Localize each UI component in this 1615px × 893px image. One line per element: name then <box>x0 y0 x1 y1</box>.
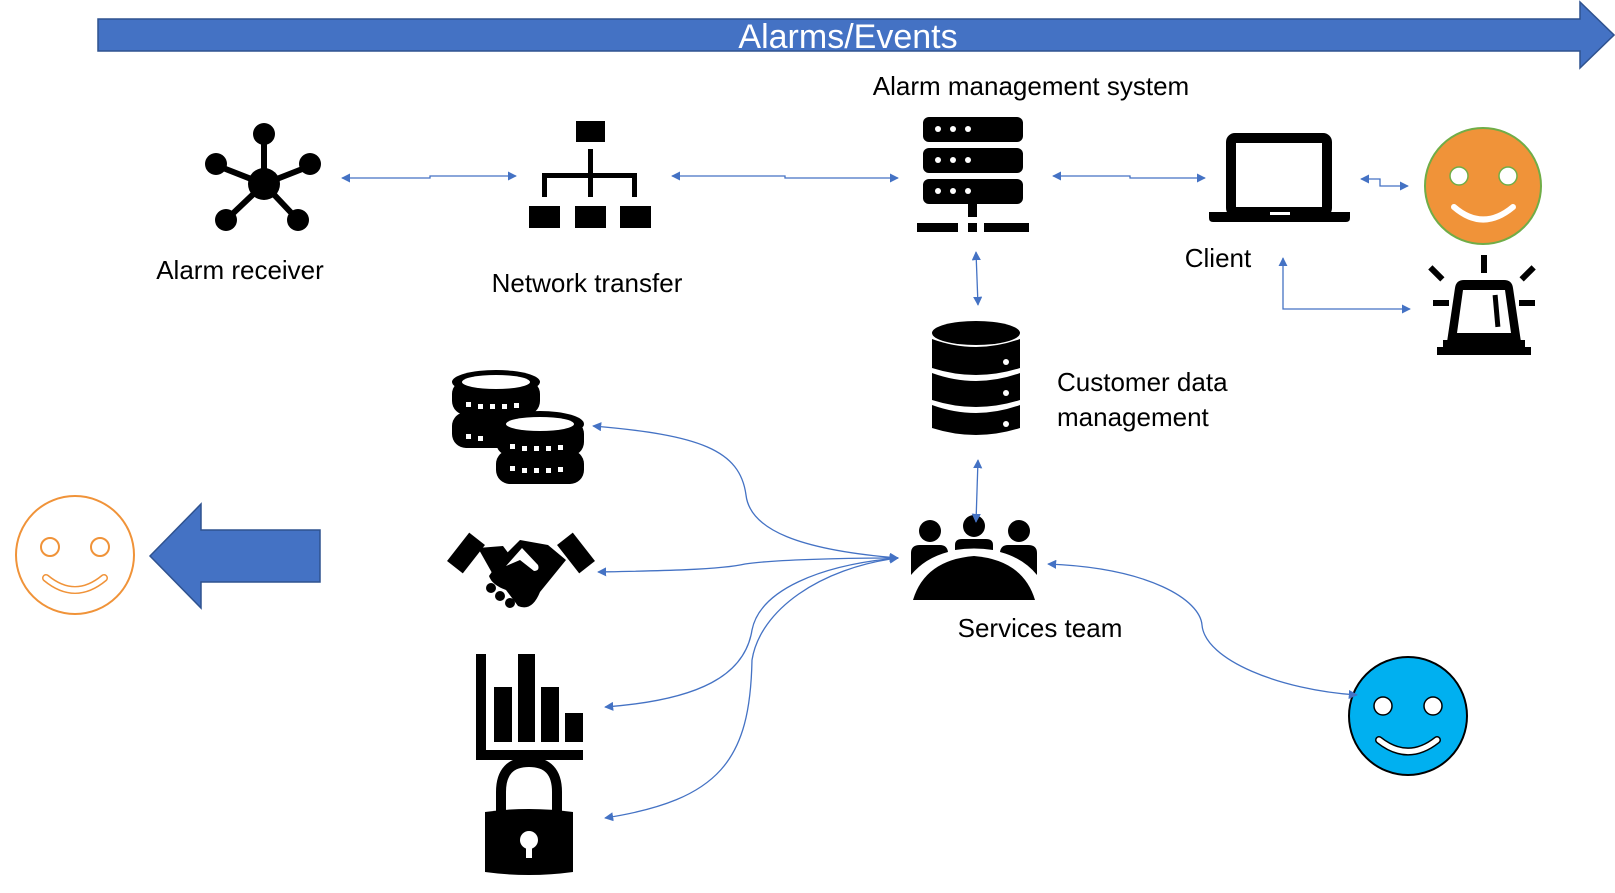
smiley-outline-icon <box>15 495 135 615</box>
banner-label: Alarms/Events <box>738 18 957 56</box>
connector-team-chart <box>604 554 899 711</box>
connector-database-team <box>971 459 983 523</box>
alarms-events-banner: Alarms/Events <box>97 0 1615 70</box>
customer-data-node[interactable]: Customer data management <box>932 321 1228 435</box>
hierarchy-icon <box>529 121 651 228</box>
connector-network-ams <box>671 171 899 183</box>
hub-network-icon <box>205 123 321 231</box>
network-transfer-node[interactable]: Network transfer <box>492 121 683 298</box>
database-icon <box>932 321 1020 435</box>
delivery-arrow <box>148 502 321 610</box>
team-meeting-icon <box>911 515 1037 600</box>
siren-icon <box>1428 255 1536 355</box>
handshake-icon <box>447 532 595 608</box>
server-icon <box>917 117 1029 232</box>
connector-client-user <box>1360 174 1409 191</box>
connector-ams-client <box>1052 171 1206 183</box>
customer-data-label-line2: management <box>1057 402 1210 432</box>
services-team-node[interactable]: Services team <box>911 515 1122 643</box>
smiley-orange-icon <box>1424 127 1542 245</box>
laptop-icon <box>1209 133 1350 222</box>
connector-team-lock <box>604 554 899 822</box>
alarm-receiver-node[interactable]: Alarm receiver <box>156 123 324 285</box>
coins-icon <box>452 370 584 484</box>
customer-data-label-line1: Customer data <box>1057 367 1228 397</box>
client-node[interactable]: Client <box>1185 133 1350 273</box>
smiley-blue-icon <box>1348 656 1468 776</box>
banner-arrow-shape <box>97 0 1615 70</box>
connector-receiver-network <box>341 171 517 183</box>
connector-team-coins <box>592 422 899 562</box>
connectors <box>341 171 1411 822</box>
padlock-icon <box>485 756 573 875</box>
connector-client-siren <box>1278 257 1411 314</box>
alarm-management-node[interactable]: Alarm management system <box>873 71 1189 232</box>
bar-chart-icon <box>476 654 583 760</box>
client-label: Client <box>1185 243 1252 273</box>
network-transfer-label: Network transfer <box>492 268 683 298</box>
services-team-label: Services team <box>958 613 1123 643</box>
alarm-management-label: Alarm management system <box>873 71 1189 101</box>
connector-team-technician <box>1047 559 1358 700</box>
connector-ams-database <box>971 251 983 306</box>
alarm-receiver-label: Alarm receiver <box>156 255 324 285</box>
